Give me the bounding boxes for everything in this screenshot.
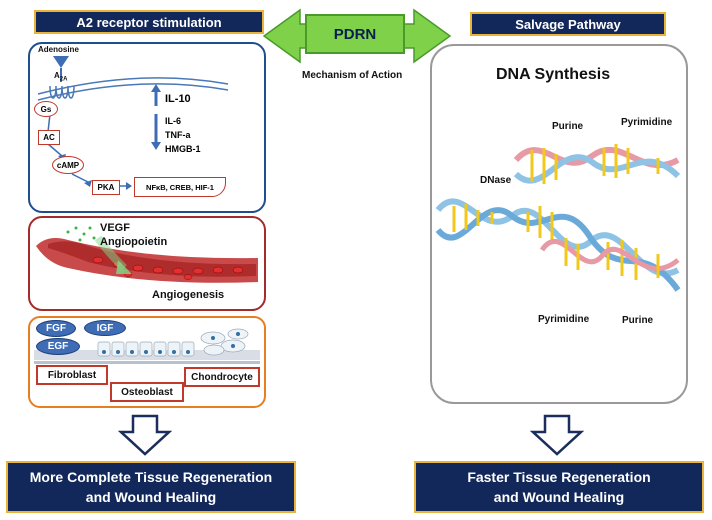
mechanism-label: Mechanism of Action <box>302 70 403 81</box>
adenosine-label: Adenosine <box>38 45 79 54</box>
left-outcome: More Complete Tissue Regeneration and Wo… <box>6 461 296 513</box>
right-down-arrow <box>530 414 584 456</box>
igf-factor: IGF <box>84 320 126 336</box>
tissue-panel <box>28 316 266 408</box>
blood-vessel-illustration <box>36 226 258 283</box>
fgf-label: FGF <box>46 323 66 334</box>
targets-box: NFκB, CREB, HIF-1 <box>134 177 226 197</box>
down-outline-arrow-icon <box>530 414 584 456</box>
purine-bottom-label: Purine <box>622 315 654 326</box>
receptor-sub: 2A <box>59 76 68 83</box>
il10-label: IL-10 <box>165 93 191 105</box>
right-title-text: Salvage Pathway <box>515 16 621 32</box>
dna-helix-icon <box>435 198 681 292</box>
egf-label: EGF <box>47 341 69 352</box>
pdrn-box: PDRN <box>305 14 405 54</box>
right-outcome-line2: and Wound Healing <box>493 489 625 505</box>
left-outcome-line1: More Complete Tissue Regeneration <box>29 469 273 485</box>
cytokine-label: HMGB-1 <box>165 144 201 154</box>
chondrocyte-box: Chondrocyte <box>184 367 260 387</box>
signaling-panel <box>28 42 266 213</box>
fibroblast-label: Fibroblast <box>47 369 97 381</box>
pdrn-label: PDRN <box>333 25 377 43</box>
left-down-arrow <box>118 414 172 456</box>
gs-oval: Gs <box>34 101 58 117</box>
dna-strand-top-icon <box>513 144 681 184</box>
targets-label: NFκB, CREB, HIF-1 <box>146 182 214 192</box>
dna-strand-bottom-icon <box>539 238 680 278</box>
angiogenesis-label: Angiogenesis <box>152 289 225 301</box>
left-title-text: A2 receptor stimulation <box>76 14 222 30</box>
camp-label: cAMP <box>56 160 80 170</box>
osteoblast-box: Osteoblast <box>110 382 184 402</box>
receptor-main: A <box>54 71 60 80</box>
left-outcome-line2: and Wound Healing <box>85 489 217 505</box>
right-title: Salvage Pathway <box>470 12 666 36</box>
pka-label: PKA <box>97 183 115 192</box>
ac-box: AC <box>38 130 60 145</box>
signaling-graphics <box>37 56 229 190</box>
dna-synthesis-title: DNA Synthesis <box>496 66 611 83</box>
down-outline-arrow-icon <box>118 414 172 456</box>
chondrocyte-label: Chondrocyte <box>191 371 253 383</box>
growth-arrow-icon <box>116 260 132 274</box>
receptor-loops-icon <box>49 85 75 99</box>
right-outcome: Faster Tissue Regeneration and Wound Hea… <box>414 461 704 513</box>
gs-label: Gs <box>40 104 52 114</box>
egf-factor: EGF <box>36 338 80 355</box>
down-arrow-icon <box>151 142 161 150</box>
dna-helix-illustration <box>435 144 681 292</box>
fibroblast-box: Fibroblast <box>36 365 108 385</box>
pyrimidine-top-label: Pyrimidine <box>621 117 673 128</box>
ac-label: AC <box>43 133 55 142</box>
up-arrow-icon <box>151 84 161 92</box>
dnase-label: DNase <box>480 175 512 186</box>
right-outcome-line1: Faster Tissue Regeneration <box>467 469 651 485</box>
purine-top-label: Purine <box>552 121 584 132</box>
receptor-label: A2A <box>54 71 67 83</box>
cytokine-label: TNF-a <box>165 130 191 140</box>
left-title: A2 receptor stimulation <box>34 10 264 34</box>
angiopoietin-label: Angiopoietin <box>100 236 168 248</box>
dna-panel <box>430 44 688 404</box>
adenosine-triangle-icon <box>53 56 69 68</box>
cytokine-label: IL-6 <box>165 116 182 126</box>
igf-label: IGF <box>96 322 114 334</box>
pyrimidine-bottom-label: Pyrimidine <box>538 314 590 325</box>
angiogenesis-panel <box>28 216 266 311</box>
fgf-factor: FGF <box>36 320 76 337</box>
pka-box: PKA <box>92 180 120 195</box>
camp-oval: cAMP <box>52 156 84 174</box>
osteoblast-label: Osteoblast <box>121 386 173 398</box>
cell-layer-illustration <box>34 328 260 364</box>
vegf-label: VEGF <box>100 222 130 234</box>
